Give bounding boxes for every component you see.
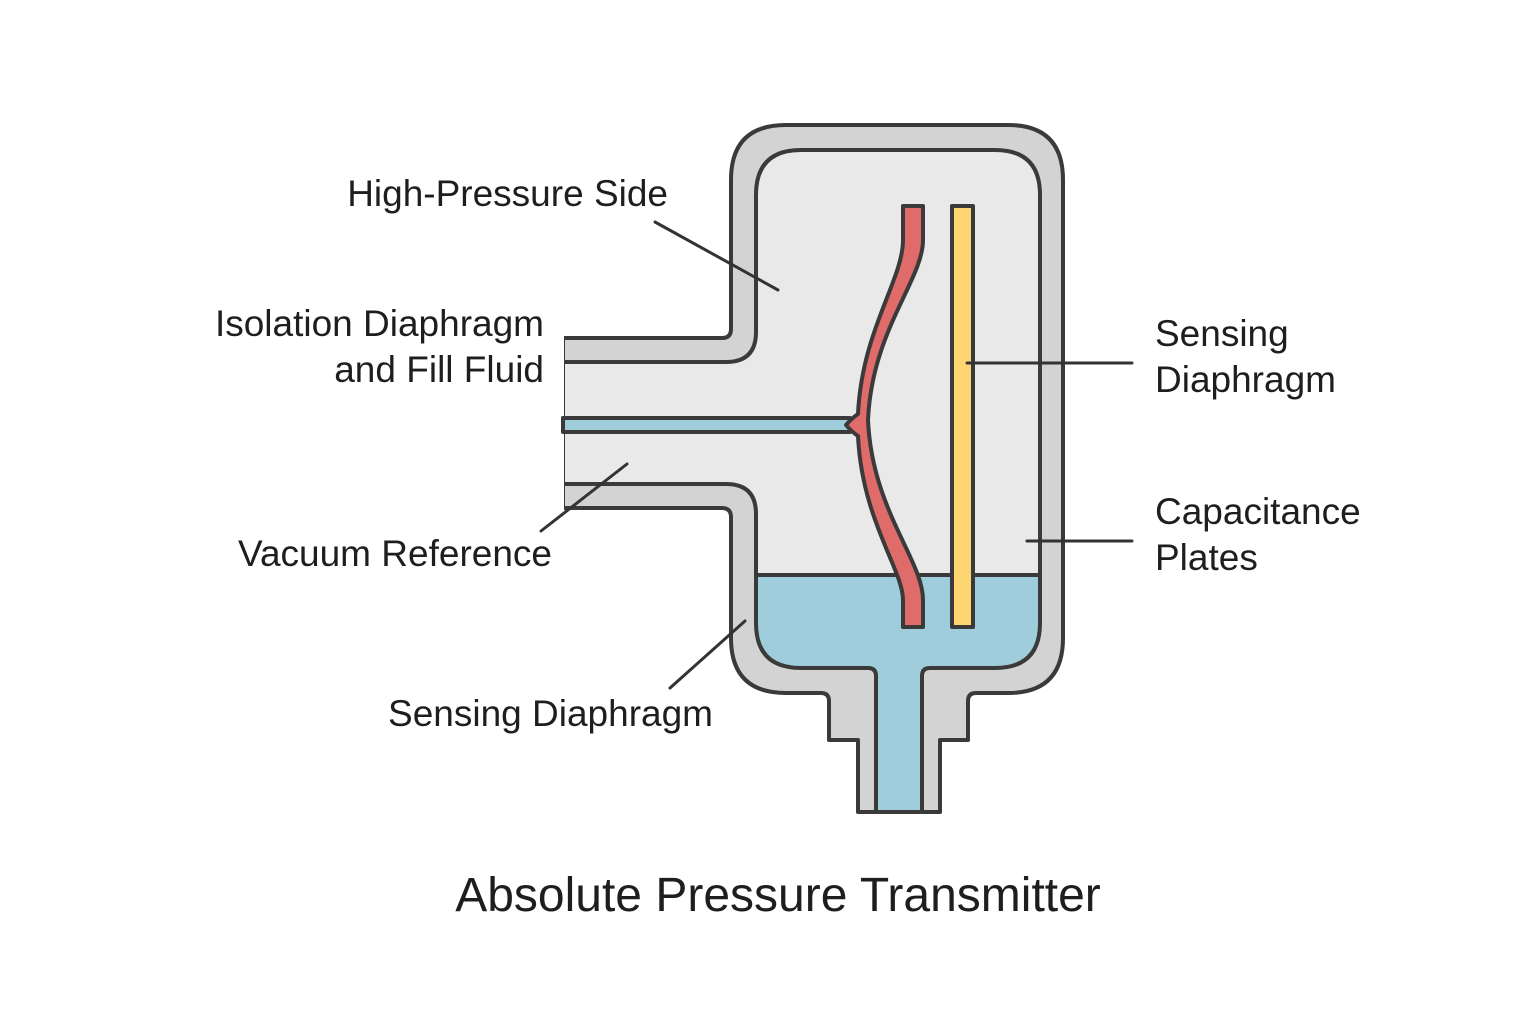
label-high-pressure-side: High-Pressure Side [347, 173, 668, 214]
sensing-diaphragm [844, 204, 925, 629]
capillary-fill-fluid [561, 416, 852, 434]
label-capacitance-plates-line2: Plates [1155, 537, 1258, 578]
label-vacuum-reference: Vacuum Reference [238, 533, 552, 574]
fill-fluid-chamber [754, 573, 1042, 814]
label-isolation-diaphragm-line2: and Fill Fluid [334, 349, 544, 390]
leader-vacuum-reference [539, 462, 629, 533]
label-capacitance-plates-line1: Capacitance [1155, 491, 1361, 532]
label-isolation-diaphragm-line1: Isolation Diaphragm [215, 303, 544, 344]
leader-high-pressure-side [653, 220, 780, 292]
label-sensing-diaphragm-right-line2: Diaphragm [1155, 359, 1336, 400]
label-sensing-diaphragm-bottom: Sensing Diaphragm [388, 693, 713, 734]
label-sensing-diaphragm-right-line1: Sensing [1155, 313, 1289, 354]
capacitance-plate [950, 204, 975, 629]
diagram-title: Absolute Pressure Transmitter [455, 869, 1101, 922]
leader-sensing-diaphragm-bottom [668, 619, 747, 690]
